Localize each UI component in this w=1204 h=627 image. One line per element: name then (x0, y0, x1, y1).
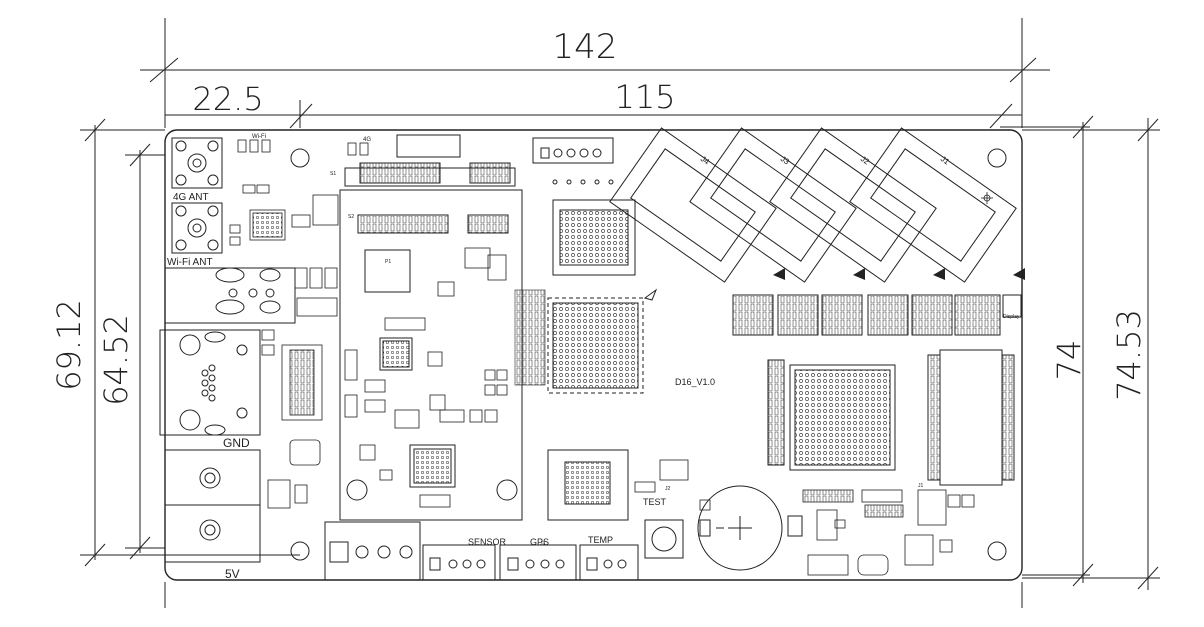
label-s2: S2 (348, 214, 354, 220)
hub75-port (689, 127, 857, 283)
label-sensor: SENSOR (468, 537, 507, 547)
label-gps: GPS (530, 537, 549, 547)
dim-right-outer-height: 74.53 (1110, 309, 1148, 401)
right-bottom-components (634, 459, 975, 576)
dram-chip (552, 199, 636, 276)
hub75-ports (609, 127, 1017, 283)
hub75-label: J4 (699, 154, 712, 167)
passive-components (229, 139, 508, 509)
hub75-arrows (773, 268, 1025, 280)
dim-overall-width: 142 (553, 27, 618, 67)
antenna-wifi-connector (171, 202, 223, 254)
left-resistor-column (514, 289, 546, 386)
dim-hole-pitch: 115 (614, 78, 675, 116)
mounting-holes (290, 148, 1007, 561)
tsop-memory-chip (927, 349, 1015, 486)
power-terminal-block (164, 449, 261, 563)
label-display: Display (1003, 314, 1020, 320)
label-board-version: D16_V1.0 (675, 377, 715, 387)
fpga-chip (767, 359, 896, 471)
dim-right-inner-height: 74 (1050, 340, 1088, 381)
hub75-label: J1 (939, 154, 952, 167)
temp-connector (579, 544, 639, 581)
usb-connector (164, 267, 296, 324)
test-button (644, 519, 684, 559)
antenna-4g-connector (171, 137, 223, 189)
label-j2: J2 (665, 486, 671, 492)
dim-left-outer-height: 69.12 (50, 299, 88, 391)
soc-bga (547, 288, 658, 394)
gps-connector (499, 544, 577, 581)
sensor-connector (422, 544, 496, 581)
ethernet-rj45-connector (159, 329, 261, 436)
top-pin-header (396, 134, 614, 185)
hub75-port (849, 127, 1017, 283)
label-p1: P1 (385, 259, 391, 265)
label-s1: S1 (330, 171, 336, 177)
dim-left-inner-height: 64.52 (97, 314, 135, 406)
hub75-label: J3 (779, 154, 792, 167)
fiducial-mark (981, 192, 993, 204)
label-gnd: GND (223, 436, 250, 450)
label-j1: J1 (918, 483, 924, 489)
label-wifi-small: Wi-Fi (252, 134, 266, 140)
buffer-chips-row (732, 294, 1022, 336)
dim-hole-offset: 22.5 (192, 80, 263, 118)
hub75-label: J2 (859, 154, 872, 167)
label-j3: J3 (540, 541, 546, 547)
bottom-terminal-block (324, 521, 421, 581)
label-4g-small: 4G (363, 137, 371, 143)
label-temp: TEMP (588, 535, 613, 545)
emmc-chip (547, 449, 629, 521)
label-5v: 5V (225, 567, 240, 581)
coin-cell-battery (697, 485, 803, 571)
label-test: TEST (643, 497, 667, 507)
label-wifi-ant: Wi-Fi ANT (167, 257, 213, 268)
label-4g-ant: 4G ANT (173, 192, 209, 203)
dimension-lines (80, 18, 1160, 608)
core-module (339, 162, 523, 521)
hub75-port (769, 127, 937, 283)
hub75-port (609, 127, 777, 283)
